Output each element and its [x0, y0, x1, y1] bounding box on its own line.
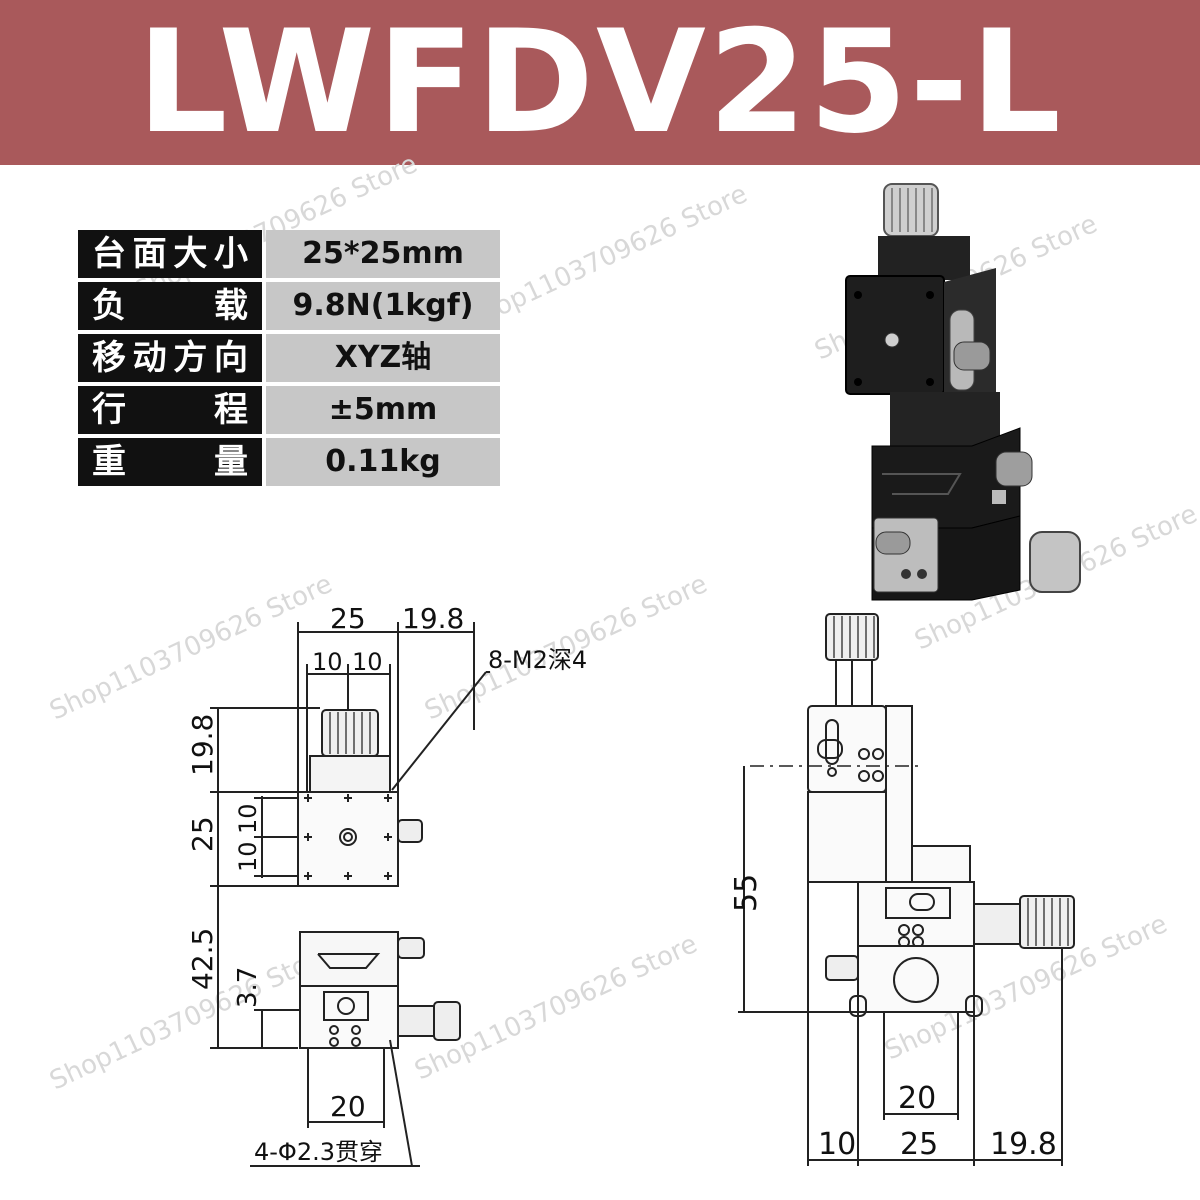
spec-label: 负载	[78, 282, 262, 330]
spec-row: 台面大小 25*25mm	[78, 230, 500, 282]
callout-thread: 8-M2深4	[488, 646, 587, 674]
dim-label: 10	[352, 648, 383, 676]
spec-value: 9.8N(1kgf)	[266, 282, 500, 330]
spec-value: 0.11kg	[266, 438, 500, 486]
spec-label: 行程	[78, 386, 262, 434]
spec-value: ±5mm	[266, 386, 500, 434]
dim-label: 3.7	[233, 967, 263, 1008]
title-banner	[0, 0, 1200, 165]
dim-label: 10	[312, 648, 343, 676]
dim-label: 19.8	[186, 714, 219, 776]
dim-label: 20	[898, 1081, 936, 1116]
spec-table: 台面大小 25*25mm 负载 9.8N(1kgf) 移动方向 XYZ轴 行程 …	[78, 230, 500, 490]
spec-row: 移动方向 XYZ轴	[78, 334, 500, 386]
dim-label: 19.8	[990, 1127, 1057, 1162]
spec-label: 台面大小	[78, 230, 262, 278]
dim-label: 20	[330, 1090, 366, 1123]
product-title: LWFDV25-L	[137, 0, 1063, 165]
callout-hole: 4-Φ2.3贯穿	[254, 1138, 383, 1166]
spec-value: 25*25mm	[266, 230, 500, 278]
riser	[890, 392, 1000, 446]
dim-label: 25	[330, 602, 366, 635]
spec-row: 重量 0.11kg	[78, 438, 500, 490]
spec-row: 行程 ±5mm	[78, 386, 500, 438]
spec-label: 重量	[78, 438, 262, 486]
dim-label: 10	[818, 1127, 856, 1162]
spec-row: 负载 9.8N(1kgf)	[78, 282, 500, 334]
z-rail	[878, 236, 970, 280]
dim-label: 42.5	[186, 928, 219, 990]
dim-label: 25	[186, 816, 219, 852]
dim-label: 19.8	[402, 602, 464, 635]
spec-label: 移动方向	[78, 334, 262, 382]
dim-label: 55	[729, 874, 764, 912]
spec-value: XYZ轴	[266, 334, 500, 382]
dim-label: 10	[234, 803, 262, 834]
dim-label: 10	[234, 841, 262, 872]
dim-label: 25	[900, 1127, 938, 1162]
